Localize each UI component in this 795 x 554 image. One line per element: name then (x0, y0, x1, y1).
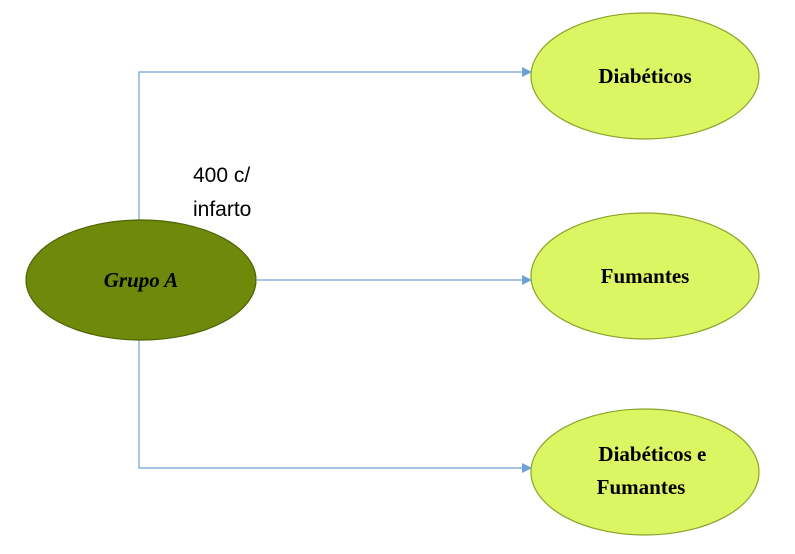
source-node-label: Grupo A (104, 268, 179, 292)
target-node-label-line-1: Diabéticos e (598, 442, 706, 466)
target-node-shape (530, 212, 760, 340)
target-node-label-line-1: Fumantes (601, 264, 690, 288)
target-node-label: Diabéticos e Fumantes (597, 442, 712, 499)
target-node-shape (530, 408, 760, 536)
connector-to-diabeticos (138, 67, 532, 222)
connectors (138, 67, 532, 473)
source-node-shape (25, 219, 257, 341)
target-node-label-line-2: Fumantes (597, 475, 686, 499)
edge-label-line-2: infarto (193, 198, 251, 221)
target-node-label: Diabéticos (598, 64, 691, 88)
source-node-grupo-a: Grupo A (25, 219, 257, 341)
connector-to-diabeticos-e-fumantes (138, 338, 532, 473)
target-node-label-line-1: Diabéticos (598, 64, 691, 88)
target-node-label: Fumantes (601, 264, 690, 288)
edge-label: 400 c/ infarto (193, 164, 256, 221)
edge-label-line-1: 400 c/ (193, 164, 250, 187)
target-node-diabeticos: Diabéticos (530, 12, 760, 140)
target-node-shape (530, 12, 760, 140)
target-node-diabeticos-e-fumantes: Diabéticos e Fumantes (530, 408, 760, 536)
target-node-fumantes: Fumantes (530, 212, 760, 340)
